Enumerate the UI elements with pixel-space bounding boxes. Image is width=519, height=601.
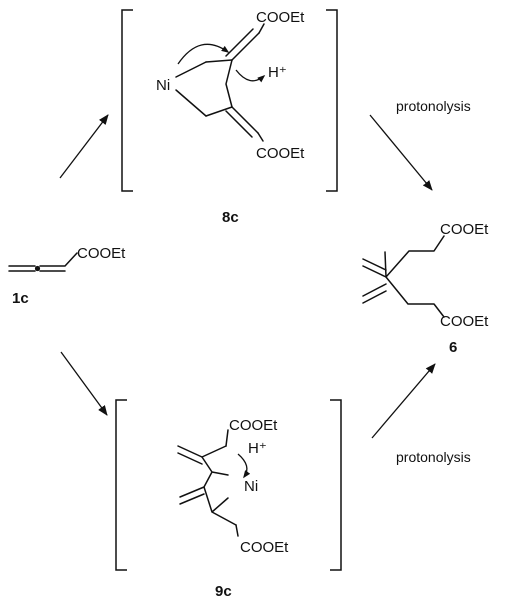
compound-label-8c: 8c: [222, 209, 239, 226]
allene-bonds-1c: [8, 252, 78, 272]
ester-link-bottom-9c: [235, 524, 239, 537]
metal-label-9c: Ni: [244, 478, 258, 495]
ester-bottom-9c: COOEt: [240, 539, 289, 556]
exo-double-bond-top-8c: [225, 28, 260, 61]
bracket-right-8c: [326, 9, 338, 192]
curved-arrow-1-8c: [177, 43, 230, 65]
curved-arrow-2-8c: [235, 69, 266, 83]
compound-label-6: 6: [449, 339, 457, 356]
methylene-bottom-9c: [179, 486, 205, 505]
exo-double-bond-bottom-8c: [225, 106, 259, 138]
arrow-1c-to-9c: [60, 351, 108, 416]
compound-label-9c: 9c: [215, 583, 232, 600]
ester-top-9c: COOEt: [229, 417, 278, 434]
ester-top-8c: COOEt: [256, 9, 305, 26]
proton-label-8c: H⁺: [268, 64, 287, 81]
compound-label-1c: 1c: [12, 290, 29, 307]
compound-1c: COOEt 1c: [8, 245, 126, 307]
step-label-lower: protonolysis: [396, 449, 471, 465]
ester-top-6: COOEt: [440, 221, 489, 238]
arrow-1c-to-8c: [59, 114, 109, 179]
bracket-right-9c: [330, 399, 342, 571]
methylene-bottom-6: [362, 283, 387, 304]
ester-1c: COOEt: [77, 245, 126, 262]
metal-label-8c: Ni: [156, 77, 170, 94]
compound-9c: COOEt H⁺ Ni COOEt 9c: [115, 399, 342, 600]
step-label-upper: protonolysis: [396, 98, 471, 114]
bracket-left-8c: [121, 9, 133, 192]
curved-arrow-9c: [237, 453, 251, 479]
ring-bonds-8c: [175, 59, 233, 117]
proton-label-9c: H⁺: [248, 440, 267, 457]
compound-6: COOEt COOEt 6: [362, 221, 489, 356]
ester-bottom-6: COOEt: [440, 313, 489, 330]
arrow-9c-to-6: [371, 363, 436, 439]
allene-center-dot: [34, 265, 41, 272]
ester-link-top-9c: [225, 429, 229, 447]
ester-link-bottom-8c: [257, 132, 264, 142]
bracket-left-9c: [115, 399, 127, 571]
methylene-top-6: [362, 258, 387, 278]
ester-link-top-8c: [258, 23, 265, 34]
backbone-6: [384, 235, 445, 318]
arrow-8c-to-6: [369, 114, 433, 191]
ester-bottom-8c: COOEt: [256, 145, 305, 162]
ring-bonds-9c: [201, 445, 237, 526]
compound-8c: Ni H⁺ COOEt COOEt 8c: [121, 9, 338, 226]
methylene-top-9c: [177, 445, 203, 465]
ch2-bonds-8c: [205, 59, 233, 117]
